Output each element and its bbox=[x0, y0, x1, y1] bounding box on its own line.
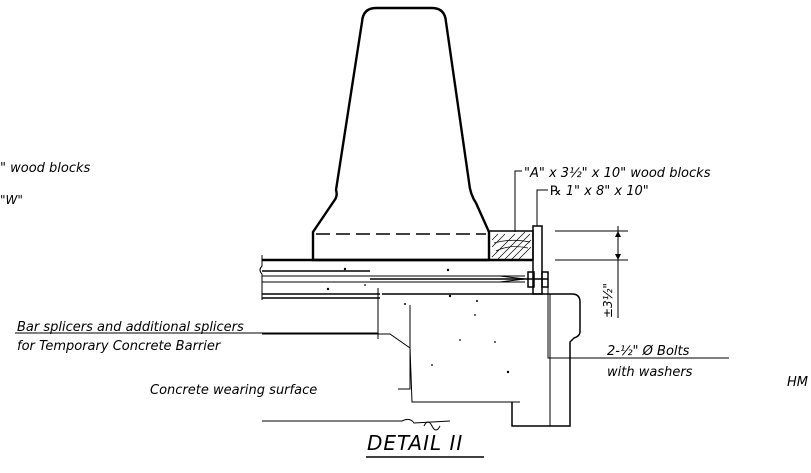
dimension-marker: ±3½" bbox=[555, 226, 628, 318]
wood-block bbox=[488, 230, 534, 261]
partial-label-hm: HM bbox=[787, 375, 808, 390]
plate-label: ℞ 1" x 8" x 10" bbox=[550, 184, 649, 199]
temporary-barrier-label: for Temporary Concrete Barrier bbox=[17, 339, 222, 354]
partial-label-wood-blocks: " wood blocks bbox=[0, 161, 91, 176]
bar-splicers-label: Bar splicers and additional splicers bbox=[17, 320, 244, 335]
detail-title: DETAIL II bbox=[367, 431, 463, 455]
girder bbox=[382, 293, 581, 427]
concrete-barrier bbox=[311, 6, 491, 262]
dimension-label: ±3½" bbox=[601, 283, 615, 318]
partial-label-w: "W" bbox=[0, 193, 23, 207]
break-symbol bbox=[423, 421, 441, 431]
leader-lines bbox=[15, 170, 729, 390]
wood-blocks-label: "A" x 3½" x 10" wood blocks bbox=[524, 166, 711, 181]
bolt bbox=[370, 271, 549, 288]
bolts-label: 2-½" Ø Bolts bbox=[607, 344, 690, 359]
washers-label: with washers bbox=[607, 365, 693, 380]
wearing-surface-label: Concrete wearing surface bbox=[150, 383, 317, 398]
